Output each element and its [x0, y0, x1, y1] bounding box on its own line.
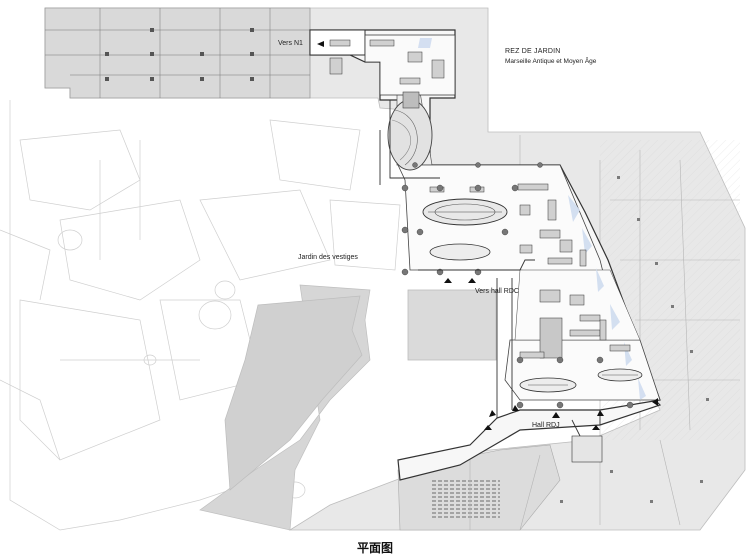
- stair-core: [387, 91, 433, 171]
- plan-caption: 平面图: [356, 541, 393, 555]
- level-title: REZ DE JARDIN: [505, 48, 561, 55]
- label-to-n1: Vers N1: [278, 40, 303, 47]
- north-wing: [45, 8, 310, 98]
- label-hall-rdj: Hall RDJ: [532, 422, 560, 429]
- partitions: [379, 100, 603, 463]
- label-to-hall-rdc: Vers hall RDC: [475, 288, 519, 295]
- structure-columns: [401, 162, 634, 409]
- label-garden: Jardin des vestiges: [298, 254, 358, 261]
- square-basin: [407, 289, 497, 361]
- glass-accents: [418, 38, 646, 400]
- exhibit-cases: [329, 39, 631, 359]
- garden-pool: [199, 284, 371, 531]
- direction-arrows: [317, 41, 658, 430]
- exhibit-boat-wrecks: [422, 198, 643, 393]
- level-subtitle: Marseille Antique et Moyen Âge: [505, 58, 597, 65]
